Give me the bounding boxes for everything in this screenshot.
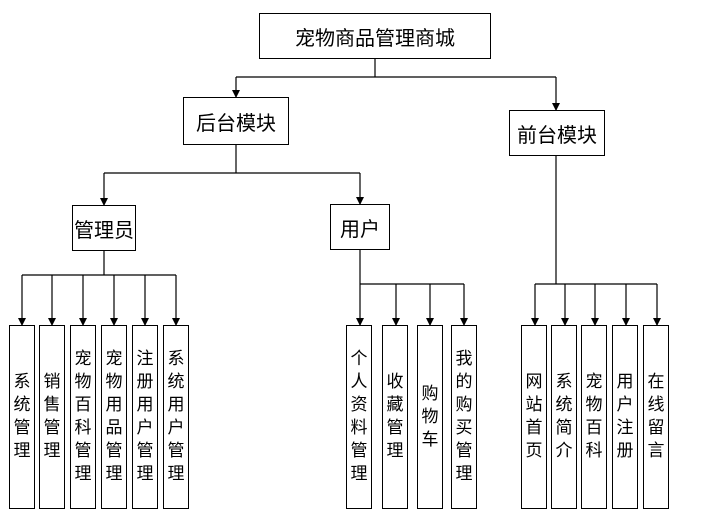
leaf-shopping-cart: 购物车 [417,325,443,509]
leaf-my-purchases-management: 我的购买管理 [451,325,477,509]
root-node: 宠物商品管理商城 [259,13,491,59]
leaf-registered-user-management: 注册用户管理 [132,325,158,509]
leaf-system-user-management: 系统用户管理 [163,325,189,509]
leaf-pet-encyclopedia-management: 宠物百科管理 [70,325,96,509]
leaf-system-management: 系统管理 [9,325,35,509]
admin-node: 管理员 [72,205,136,251]
leaf-favorites-management: 收藏管理 [382,325,408,509]
leaf-system-intro: 系统简介 [551,325,577,509]
leaf-user-registration: 用户注册 [612,325,638,509]
leaf-sales-management: 销售管理 [39,325,65,509]
leaf-online-message: 在线留言 [643,325,669,509]
leaf-website-home: 网站首页 [521,325,547,509]
user-node: 用户 [330,204,390,250]
leaf-pet-encyclopedia: 宠物百科 [581,325,607,509]
leaf-pet-supplies-management: 宠物用品管理 [101,325,127,509]
backend-module-node: 后台模块 [183,97,289,145]
frontend-module-node: 前台模块 [509,110,605,156]
leaf-profile-management: 个人资料管理 [346,325,372,509]
